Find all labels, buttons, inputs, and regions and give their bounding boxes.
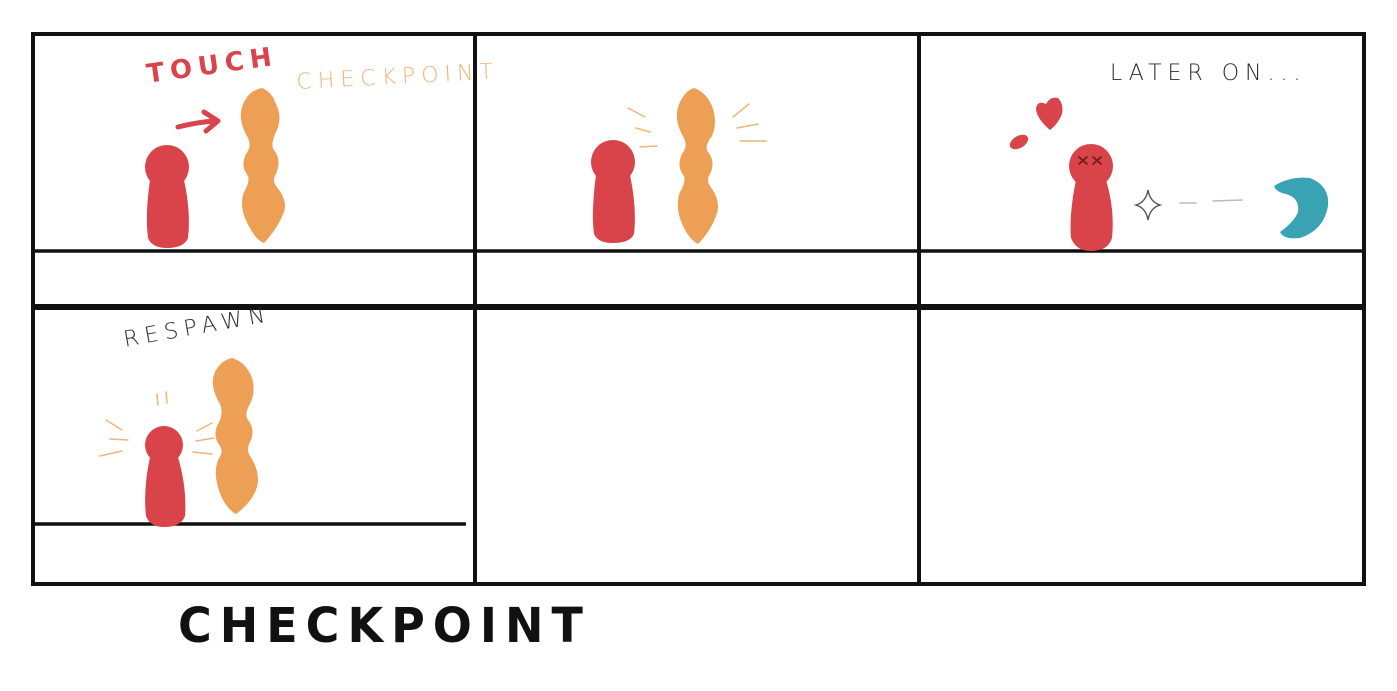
panel-5-border (473, 306, 921, 586)
panel-4-art (99, 358, 258, 527)
heart-icon (1036, 97, 1063, 130)
later-on-caption: LATER ON... (1110, 61, 1307, 86)
sparkle-icon (1133, 189, 1163, 221)
panel-6-border (917, 306, 1366, 586)
checkpoint-totem (212, 358, 258, 514)
enemy-icon (1274, 177, 1329, 239)
exclamation-icon (156, 391, 168, 406)
panel-2-art (591, 88, 767, 244)
player-figure (145, 426, 186, 527)
player-figure (591, 140, 635, 243)
panel-1-art (145, 88, 285, 248)
checkpoint-totem (240, 88, 285, 243)
sparkle-lines (99, 419, 215, 457)
checkpoint-totem (676, 88, 718, 244)
motion-dashes (1179, 199, 1243, 204)
ground-lines (35, 249, 1362, 526)
panel-4-border (31, 306, 477, 586)
sparkle-lines (627, 103, 767, 148)
dead-eyes-icon (1078, 156, 1102, 165)
panel-3-art (1009, 97, 1329, 251)
player-figure (1069, 144, 1113, 251)
player-figure (145, 145, 189, 248)
page-title: CHECKPOINT (178, 596, 591, 654)
panel-grid (31, 32, 1366, 586)
arrow-icon (175, 109, 221, 134)
heart-fragment-icon (1009, 134, 1029, 150)
